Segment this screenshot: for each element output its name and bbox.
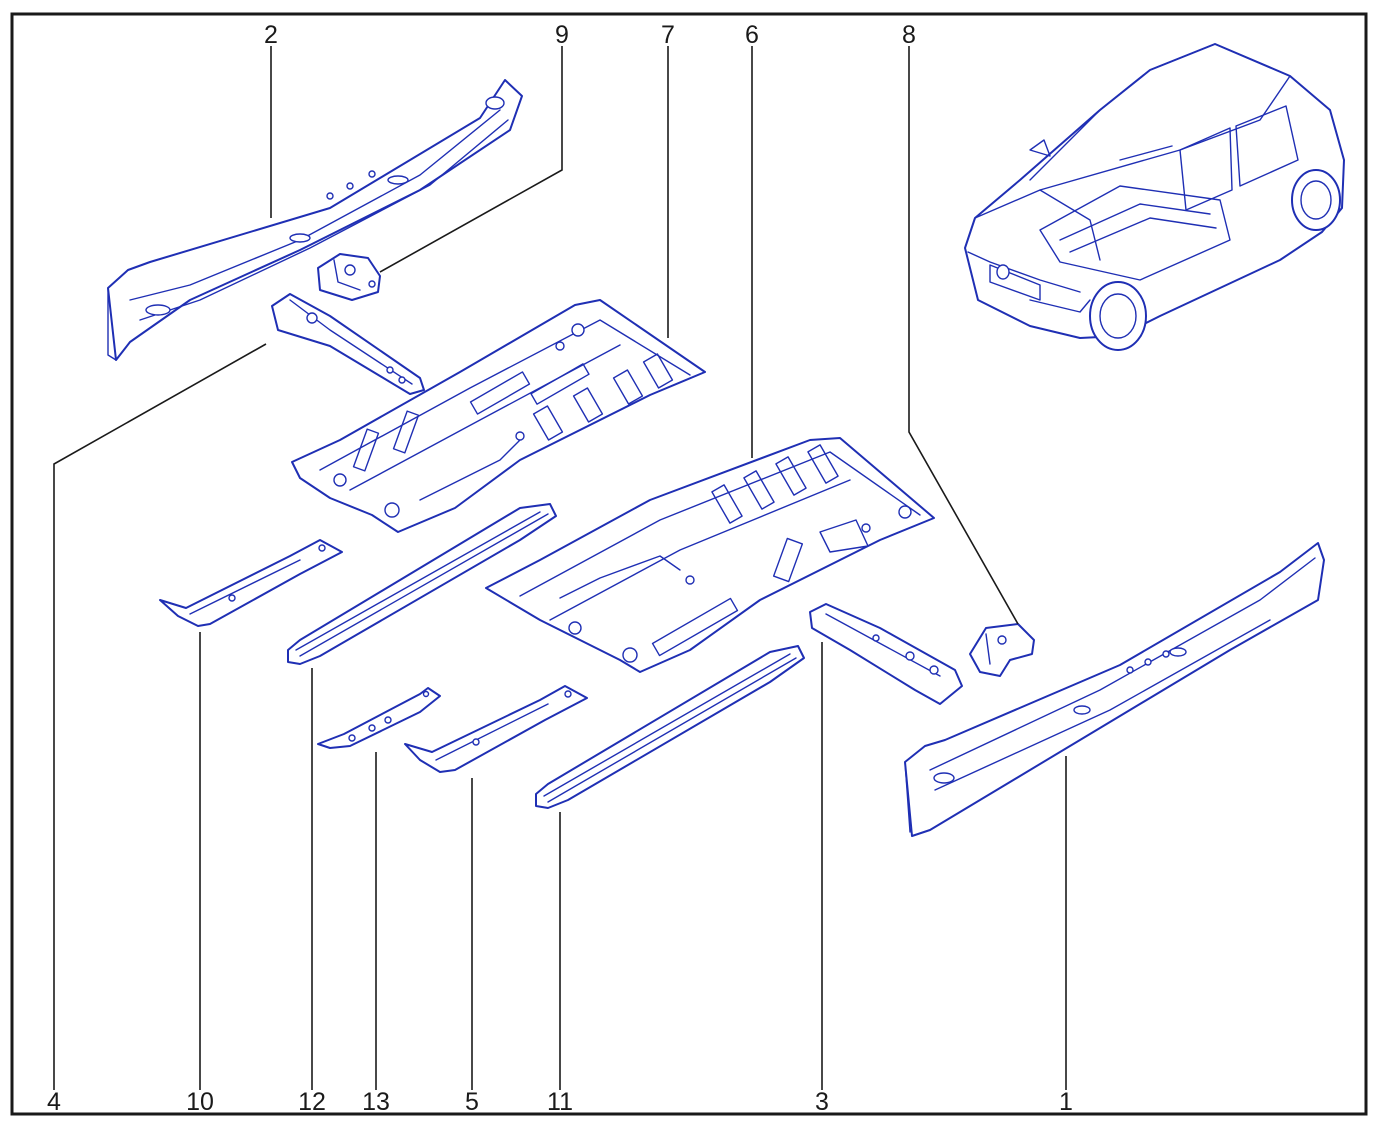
part-3-cross-member [809, 603, 963, 705]
callout-7: 7 [661, 21, 675, 49]
callout-3: 3 [815, 1088, 829, 1116]
callout-6: 6 [745, 21, 759, 49]
callout-8: 8 [902, 21, 916, 49]
part-8-bracket [969, 623, 1035, 677]
part-11-sill-reinforcement [535, 645, 805, 809]
part-9-bracket [317, 253, 381, 301]
callout-5: 5 [465, 1088, 479, 1116]
reference-car-illustration [964, 43, 1345, 351]
callout-9: 9 [555, 21, 569, 49]
part-12-sill-reinforcement [287, 503, 557, 665]
callout-2: 2 [264, 21, 278, 49]
diagram-frame [10, 12, 1368, 1116]
part-5-reinforcement [404, 685, 588, 773]
leader-lines [53, 46, 1067, 1090]
part-7-floor-panel-upper [291, 299, 706, 533]
part-6-floor-panel-lower [485, 437, 935, 673]
leader-4 [53, 343, 267, 1090]
callout-13: 13 [362, 1088, 390, 1116]
callout-4: 4 [47, 1088, 61, 1116]
callout-10: 10 [186, 1088, 214, 1116]
part-13-bracket-strip [317, 687, 441, 749]
part-2-left-sill [107, 79, 523, 361]
callout-11: 11 [547, 1088, 573, 1116]
part-4-cross-member [271, 293, 425, 395]
part-1-right-sill [904, 542, 1325, 837]
leader-9 [379, 46, 563, 273]
callout-labels: 2 9 7 6 8 4 10 12 13 5 11 3 1 [47, 21, 1073, 1116]
part-10-reinforcement [159, 539, 343, 627]
callout-1: 1 [1059, 1088, 1073, 1116]
leader-8 [908, 46, 1019, 625]
callout-12: 12 [298, 1088, 326, 1116]
